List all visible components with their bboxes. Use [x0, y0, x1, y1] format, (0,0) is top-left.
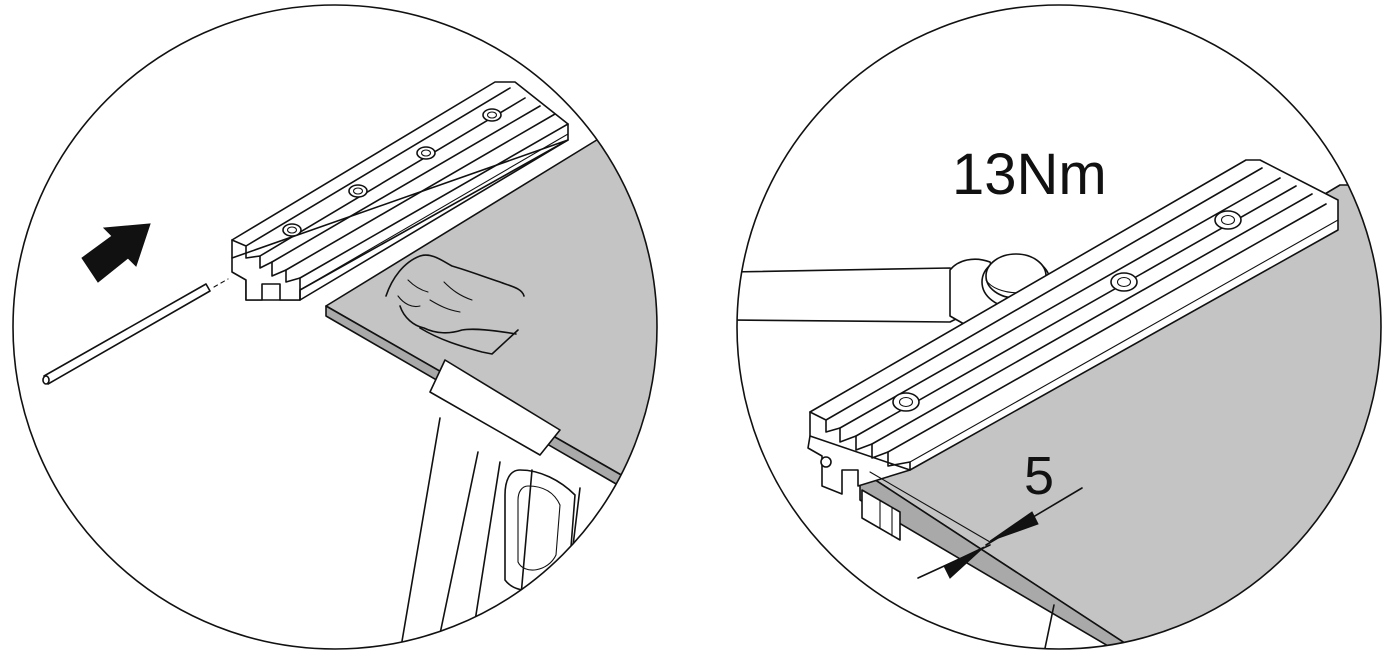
desk-edge-right: [859, 469, 1141, 649]
rail-profile-right: [807, 159, 1339, 495]
push-arrow-icon: [81, 223, 151, 283]
right-panel: 13Nm 5: [736, 4, 1382, 650]
dimension-label: 5: [1024, 446, 1054, 506]
left-panel: [12, 4, 658, 650]
connector-rod: [42, 278, 229, 385]
screw-left-2: [348, 184, 368, 198]
screw-right-1: [892, 392, 920, 412]
underside-detail: [861, 489, 1055, 649]
right-panel-frame: [736, 4, 1382, 650]
dimension-arrows-icon: [869, 471, 1083, 579]
left-panel-frame: [12, 4, 658, 650]
screw-right-2: [1110, 272, 1138, 292]
screw-right-3: [1214, 210, 1242, 230]
screw-left-3: [416, 146, 436, 160]
cleaning-cloth-hand-icon: [385, 254, 525, 355]
screw-left-1: [282, 223, 302, 237]
screw-left-4: [482, 108, 502, 122]
torque-label: 13Nm: [952, 142, 1107, 207]
rail-profile-left: [231, 81, 569, 301]
